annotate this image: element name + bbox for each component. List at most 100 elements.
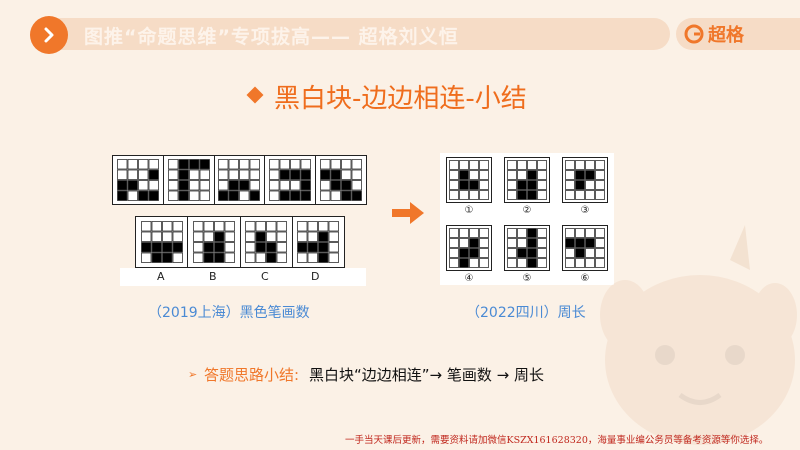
puzzle2-figure <box>504 225 550 271</box>
play-button[interactable] <box>30 16 68 54</box>
white-cell <box>188 169 200 180</box>
pixel-grid <box>507 228 547 268</box>
white-cell <box>127 169 138 180</box>
white-cell <box>575 228 585 238</box>
black-cell <box>279 169 291 180</box>
white-cell <box>449 180 459 190</box>
pixel-grid <box>140 221 183 263</box>
white-cell <box>537 190 547 200</box>
white-cell <box>595 190 605 200</box>
white-cell <box>192 231 204 242</box>
white-cell <box>449 258 459 268</box>
white-cell <box>479 190 489 200</box>
white-cell <box>537 248 547 258</box>
puzzle1-option-a[interactable] <box>136 217 189 267</box>
course-title: 图推“命题思维”专项拔高—— 超格刘义恒 <box>84 26 459 48</box>
black-cell <box>213 231 225 242</box>
white-cell <box>565 248 575 258</box>
white-cell <box>565 228 575 238</box>
black-cell <box>178 190 189 201</box>
option-label-c: C <box>261 270 269 283</box>
white-cell <box>290 180 301 191</box>
black-cell <box>351 190 362 201</box>
figure-number: ④ <box>464 273 474 284</box>
white-cell <box>203 221 214 232</box>
white-cell <box>318 221 329 232</box>
black-cell <box>300 180 312 191</box>
white-cell <box>320 159 331 170</box>
puzzle1-figure <box>113 156 164 204</box>
white-cell <box>537 228 547 238</box>
white-cell <box>517 170 527 180</box>
pixel-grid <box>507 160 547 200</box>
pixel-grid <box>218 159 261 201</box>
white-cell <box>537 258 547 268</box>
black-cell <box>297 242 308 253</box>
black-cell <box>148 169 159 180</box>
white-cell <box>276 221 288 232</box>
white-cell <box>449 160 459 170</box>
diamond-bullet-icon <box>246 86 264 104</box>
white-cell <box>575 190 585 200</box>
white-cell <box>192 221 204 232</box>
black-cell <box>575 170 585 180</box>
white-cell <box>595 238 605 248</box>
white-cell <box>479 248 489 258</box>
white-cell <box>469 228 479 238</box>
header-bar <box>30 18 670 50</box>
puzzle1-options-row <box>135 216 345 268</box>
puzzle1-option-b[interactable] <box>188 217 241 267</box>
white-cell <box>328 242 340 253</box>
white-cell <box>585 160 595 170</box>
summary-text: 黑白块“边边相连”→ 笔画数 → 周长 <box>309 366 544 384</box>
white-cell <box>250 180 261 191</box>
black-cell <box>300 169 312 180</box>
white-cell <box>203 231 214 242</box>
black-cell <box>565 238 575 248</box>
white-cell <box>239 190 250 201</box>
white-cell <box>276 242 288 253</box>
white-cell <box>565 190 575 200</box>
white-cell <box>127 190 138 201</box>
white-cell <box>469 190 479 200</box>
black-cell <box>307 242 319 253</box>
black-cell <box>459 180 469 190</box>
white-cell <box>245 252 256 263</box>
white-cell <box>172 221 183 232</box>
white-cell <box>192 252 204 263</box>
white-cell <box>307 252 319 263</box>
white-cell <box>469 258 479 268</box>
white-cell <box>595 258 605 268</box>
black-cell <box>148 190 159 201</box>
black-cell <box>279 190 291 201</box>
white-cell <box>507 160 517 170</box>
white-cell <box>328 252 340 263</box>
white-cell <box>449 190 459 200</box>
white-cell <box>320 180 331 191</box>
figure-number: ⑥ <box>580 273 590 284</box>
white-cell <box>507 190 517 200</box>
black-cell <box>239 180 250 191</box>
black-cell <box>203 242 214 253</box>
black-cell <box>300 190 312 201</box>
puzzle1-figure <box>265 156 317 204</box>
white-cell <box>328 231 340 242</box>
black-cell <box>575 248 585 258</box>
black-cell <box>341 180 352 191</box>
puzzle1-option-d[interactable] <box>293 217 344 267</box>
puzzle1-figure <box>215 156 266 204</box>
white-cell <box>290 159 301 170</box>
white-cell <box>239 169 250 180</box>
black-cell <box>469 238 479 248</box>
black-cell <box>517 190 527 200</box>
figure-number: ⑤ <box>522 273 532 284</box>
puzzle1-option-c[interactable] <box>241 217 293 267</box>
white-cell <box>595 228 605 238</box>
black-cell <box>266 242 277 253</box>
white-cell <box>148 159 159 170</box>
white-cell <box>595 160 605 170</box>
option-label-d: D <box>311 270 320 283</box>
black-cell <box>266 252 277 263</box>
white-cell <box>585 180 595 190</box>
white-cell <box>537 180 547 190</box>
